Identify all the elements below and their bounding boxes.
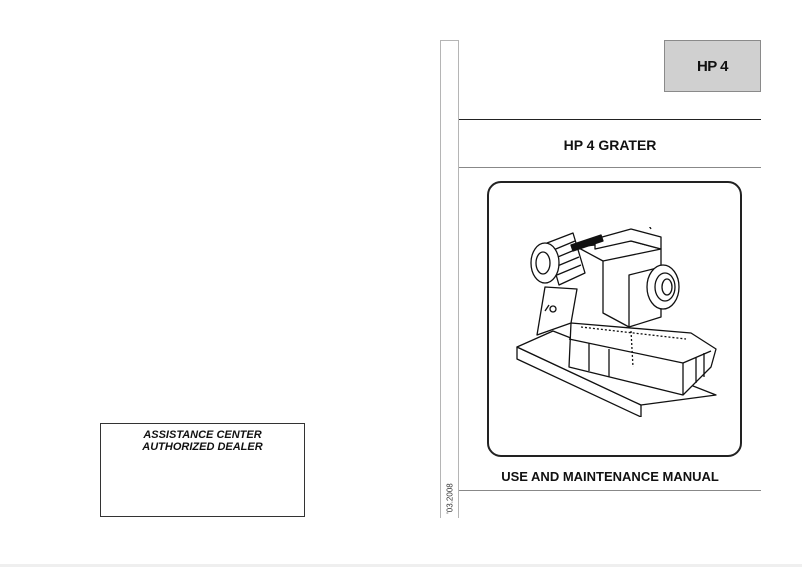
illustration-frame	[487, 181, 742, 457]
manual-title: USE AND MAINTENANCE MANUAL	[501, 469, 719, 484]
product-title: HP 4 GRATER	[563, 137, 657, 153]
model-code-badge: HP 4	[664, 40, 761, 92]
page-bottom-edge	[0, 564, 802, 567]
divider-under-title	[459, 167, 761, 168]
divider-top	[459, 119, 761, 120]
assistance-dealer-box: ASSISTANCE CENTER AUTHORIZED DEALER	[100, 423, 305, 517]
spine-strip	[440, 40, 459, 518]
dealer-box-line-1: ASSISTANCE CENTER	[143, 429, 262, 441]
model-code-text: HP 4	[696, 57, 729, 75]
dealer-box-line-2: AUTHORIZED DEALER	[142, 441, 263, 453]
grater-machine-illustration	[516, 227, 717, 417]
divider-bottom	[459, 490, 761, 491]
edition-date-text: '03.2008	[445, 482, 455, 514]
edition-date: '03.2008	[441, 480, 459, 516]
